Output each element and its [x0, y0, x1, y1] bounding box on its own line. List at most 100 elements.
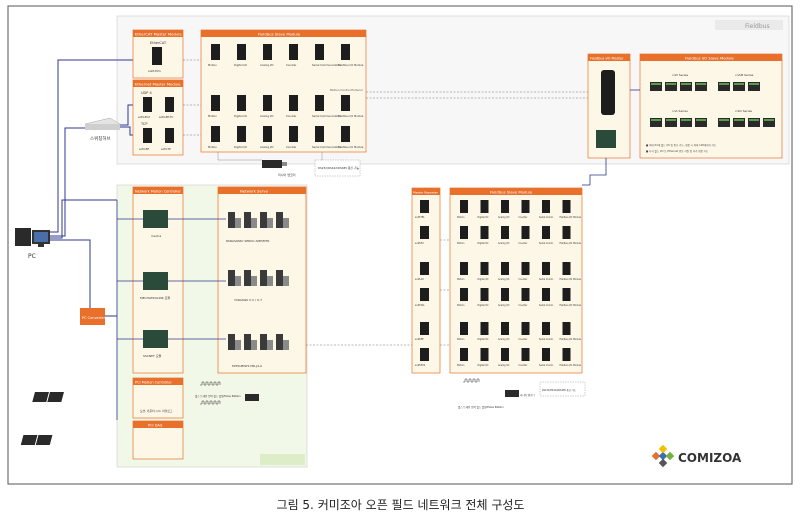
- slave2-card-label-r3-c0: Motion: [457, 304, 465, 307]
- ethernet-master-title: Ethernet Master Module: [135, 82, 181, 87]
- servo-amp-r2-1: [244, 334, 251, 350]
- servo-amp-r2-2: [260, 334, 267, 350]
- servo-motor-r1-0: [235, 276, 241, 286]
- slave2-card-r1-c1: [480, 226, 489, 239]
- slave-card-r0-c5: [341, 44, 350, 60]
- repeater-card-label-2: soM-AX: [415, 278, 424, 281]
- motion-protocol-note: Motion Control Protocol: [330, 88, 363, 92]
- slave-card-label-r1-c1: Digital I/O: [234, 114, 247, 118]
- io-note-1: ■ 최대 64개 필드 I/O 및 통신 가능, 확장 시 최대 128개까지 …: [646, 143, 717, 147]
- slave-card-label-r1-c5: Fieldbus I/O Module: [338, 114, 364, 118]
- comizoa-logo-text: COMIZOA: [678, 451, 742, 465]
- servo-amp-r0-1: [244, 212, 251, 228]
- slave2-card-label-r1-c1: Digital I/O: [478, 242, 489, 245]
- ethernet-card-1-label: soM-EC2: [138, 115, 150, 119]
- slave-card-r0-c4: [315, 44, 324, 60]
- io-unit-2-0: [650, 118, 662, 127]
- slave-card-label-r1-c0: Motion: [208, 114, 217, 118]
- slave-card-label-r0-c3: Counter: [286, 63, 297, 67]
- repeater-card-label-1: soM-EX: [415, 242, 424, 245]
- ethernet-card-3-label: soM-EE: [139, 147, 149, 151]
- pc-icon: [15, 228, 50, 247]
- slave2-card-label-r0-c5: Fieldbus I/O Module: [560, 216, 582, 219]
- nm-card-1: [143, 210, 168, 228]
- io-group-4: cnIO Series: [735, 109, 752, 113]
- io-unit-led-2-3: [696, 119, 706, 121]
- slave2-card-r4-c3: [521, 322, 530, 335]
- slave2-card-r2-c1: [480, 262, 489, 275]
- nm-card-2: [143, 272, 168, 290]
- slave-card-label-r0-c0: Motion: [208, 63, 217, 67]
- servo-motor-r2-0: [235, 340, 241, 350]
- io-unit-led-2-2: [681, 119, 691, 121]
- repeater-card-label-5: soM-EX2: [415, 364, 426, 367]
- slave-card-r1-c3: [289, 95, 298, 111]
- slave2-card-r2-c0: [460, 262, 468, 275]
- slave2-card-r1-c5: [562, 226, 571, 239]
- repeater-card-label-4: soM-EE: [415, 338, 424, 341]
- repeater-card-1: [420, 226, 429, 239]
- fieldbus-io-master-title: Fieldbus I/O Master: [590, 57, 624, 61]
- slave2-card-r5-c0: [460, 348, 468, 361]
- repeater-card-0: [420, 200, 429, 213]
- ethernet-card-3: [143, 128, 152, 143]
- fs2-encoder-label: 리니어 엔코더: [520, 393, 535, 397]
- comizoa-logo-icon: [651, 444, 675, 468]
- slave-card-label-r1-c2: Analog I/O: [260, 114, 273, 118]
- slave-card-r0-c1: [237, 44, 246, 60]
- servo-motor-r2-3: [283, 340, 289, 350]
- slave2-card-r0-c1: [480, 200, 489, 213]
- slave2-card-label-r0-c2: Analog I/O: [498, 216, 510, 219]
- slave2-card-label-r5-c5: Fieldbus I/O Module: [560, 364, 582, 367]
- pci-motion-cards: [32, 392, 64, 402]
- slave2-card-r4-c1: [480, 322, 489, 335]
- pulse-wave-icon-2: [200, 400, 221, 405]
- slave2-card-label-r5-c4: Serial Comm.: [539, 364, 554, 367]
- io-unit-led-0-0: [651, 83, 661, 85]
- repeater-card-label-0: soM-TEL: [415, 216, 425, 219]
- repeater-card-label-3: soM-TAL: [415, 304, 425, 307]
- slave-card-r0-c2: [263, 44, 272, 60]
- io-unit-2-3: [695, 118, 707, 127]
- slave2-card-r4-c2: [501, 322, 509, 335]
- pci-motion-sub: 모션, 카운터, I/O, 아날로그: [140, 409, 173, 413]
- io-group-2: cnAM Series: [735, 73, 754, 77]
- udp-label: UDP 4: [141, 91, 152, 95]
- io-unit-led-3-3: [764, 119, 774, 121]
- servo-motor-r0-3: [283, 218, 289, 228]
- slave2-card-label-r0-c4: Serial Comm.: [539, 216, 554, 219]
- slave2-card-label-r3-c3: Counter: [519, 304, 528, 307]
- slave2-card-label-r4-c2: Analog I/O: [498, 338, 510, 341]
- slave2-card-r0-c0: [460, 200, 468, 213]
- servo-group-2: YASKAWA Σ-V / Σ-7: [234, 298, 262, 302]
- network-servo-title: Network Servo: [240, 189, 269, 194]
- pc-label: PC: [28, 253, 36, 260]
- servo-amp-r0-3: [276, 212, 283, 228]
- pci-motion-title: PCI Motion Controller: [135, 381, 172, 385]
- slave-card-label-r2-c0: Motion: [208, 145, 217, 149]
- slave2-card-r3-c5: [562, 288, 571, 301]
- slave2-card-label-r4-c5: Fieldbus I/O Module: [560, 338, 582, 341]
- slave2-card-r0-c5: [562, 200, 571, 213]
- slave-card-r1-c4: [315, 95, 324, 111]
- slave2-card-label-r1-c4: Serial Comm.: [539, 242, 554, 245]
- repeater-card-5: [420, 348, 429, 361]
- io-unit-led-2-0: [651, 119, 661, 121]
- nm-card-3-label: SSCNET 모듈: [143, 353, 162, 358]
- ethernet-card-1: [143, 97, 152, 112]
- slave2-card-label-r3-c2: Analog I/O: [498, 304, 510, 307]
- io-unit-led-0-3: [696, 83, 706, 85]
- ethercat-card: [152, 47, 162, 65]
- slave-card-label-r0-c4: Serial Communication: [312, 63, 341, 67]
- servo-amp-r1-2: [260, 270, 267, 286]
- slave2-card-r3-c4: [542, 288, 550, 301]
- slave-card-label-r0-c5: Fieldbus I/O Module: [338, 63, 364, 67]
- slave-card-r2-c0: [211, 126, 220, 142]
- slave2-card-r0-c2: [501, 200, 509, 213]
- repeater-cards: soM-TEL soM-EX soM-AX soM-TAL soM-EE soM-EX2: [415, 200, 429, 367]
- io-unit-led-1-1: [734, 83, 744, 85]
- io-group-3: cnA Series: [672, 109, 688, 113]
- io-group-1: cnD Series: [672, 73, 688, 77]
- io-note-2: ■ 타사 필드 I/O 등 Ethernet 연동 지원 및 추가 확장 가능: [646, 149, 709, 153]
- io-unit-1-1: [733, 82, 745, 91]
